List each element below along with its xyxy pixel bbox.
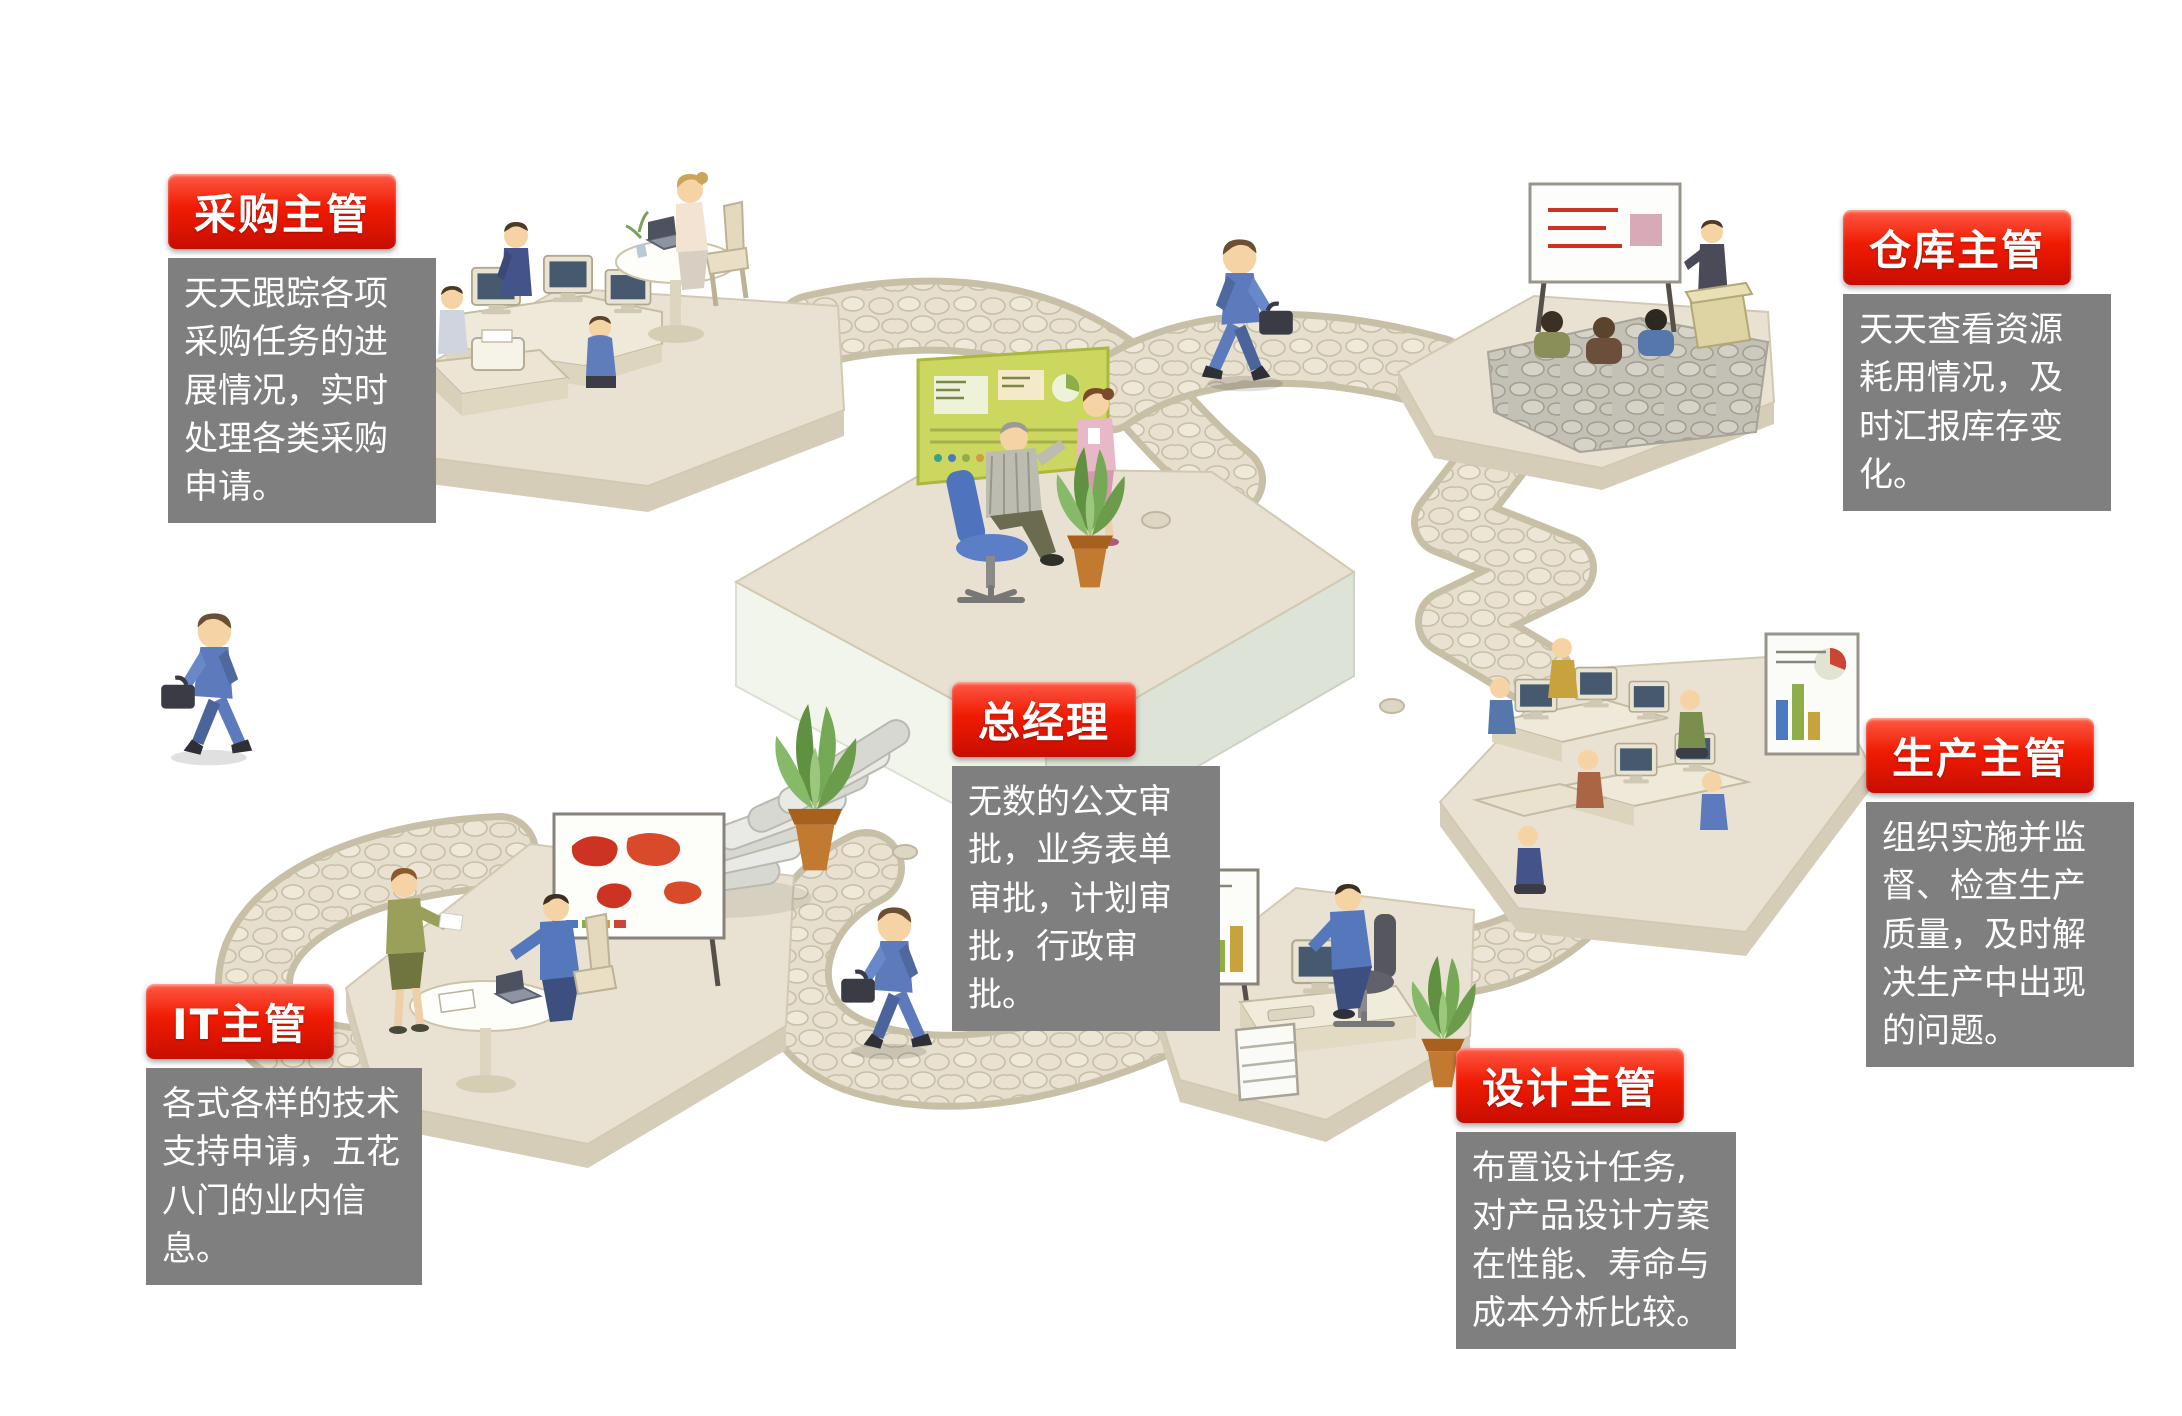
world-map-screen <box>552 812 726 987</box>
person-general-manager <box>986 422 1066 566</box>
office-chair <box>946 469 1028 603</box>
walkway-center-to-warehouse <box>1070 310 1474 434</box>
person-woman-laptop <box>676 172 708 290</box>
keyboard <box>1267 1005 1315 1022</box>
scene-it-meeting <box>386 812 726 1093</box>
walkway-design-to-it <box>753 829 1225 1110</box>
audience <box>1534 309 1674 364</box>
production-desks <box>1472 698 1752 826</box>
role-title-general-manager: 总经理 <box>952 682 1137 757</box>
person-clerk-vest <box>438 286 468 354</box>
role-title-it: IT主管 <box>146 984 335 1059</box>
role-desc-warehouse: 天天查看资源耗用情况，及时汇报库存变化。 <box>1843 294 2111 512</box>
role-title-production: 生产主管 <box>1866 718 2095 793</box>
walking-man-left <box>161 613 252 765</box>
laptop <box>493 970 543 1005</box>
person-it-man <box>510 894 618 1022</box>
role-desc-design: 布置设计任务,对产品设计方案在性能、寿命与成本分析比较。 <box>1456 1132 1736 1350</box>
chart-board <box>1764 632 1860 756</box>
scene-design-desk <box>1162 868 1476 1102</box>
drawer-cabinet <box>1234 1022 1300 1102</box>
role-title-design: 设计主管 <box>1456 1048 1685 1123</box>
walkway-network <box>215 277 1623 1110</box>
documents <box>438 988 476 1014</box>
scene-procurement-office <box>427 172 750 416</box>
presentation-screen <box>1528 182 1682 333</box>
pebbles <box>892 511 1405 860</box>
callout-it: IT主管 各式各样的技术支持申请，五花八门的业内信息。 <box>146 984 422 1286</box>
dining-chair <box>704 200 750 307</box>
podium <box>1684 281 1754 350</box>
printer <box>471 329 525 371</box>
person-clerk-seated <box>586 316 616 388</box>
callout-general-manager: 总经理 无数的公文审批，业务表单审批，计划审批，行政审批。 <box>952 682 1220 1032</box>
role-title-warehouse: 仓库主管 <box>1843 210 2072 285</box>
person-it-woman <box>386 868 464 1034</box>
walkway-warehouse-to-production <box>1411 417 1597 711</box>
callout-design: 设计主管 布置设计任务,对产品设计方案在性能、寿命与成本分析比较。 <box>1456 1048 1736 1350</box>
scene-production-office <box>1472 632 1860 894</box>
flower-vase <box>625 210 650 258</box>
role-title-procurement: 采购主管 <box>168 174 397 249</box>
callout-production: 生产主管 组织实施并监督、检查生产质量，及时解决生产中出现的问题。 <box>1866 718 2134 1068</box>
role-desc-procurement: 天天跟踪各项采购任务的进展情况，实时处理各类采购申请。 <box>168 258 436 524</box>
role-desc-production: 组织实施并监督、检查生产质量，及时解决生产中出现的问题。 <box>1866 802 2134 1068</box>
role-desc-it: 各式各样的技术支持申请，五花八门的业内信息。 <box>146 1068 422 1286</box>
role-desc-general-manager: 无数的公文审批，业务表单审批，计划审批，行政审批。 <box>952 766 1220 1032</box>
person-clerk-standing <box>497 222 532 296</box>
callout-warehouse: 仓库主管 天天查看资源耗用情况，及时汇报库存变化。 <box>1843 210 2111 512</box>
production-workers <box>1488 638 1728 894</box>
person-designer <box>1308 884 1372 1019</box>
scene-general-manager <box>916 346 1125 603</box>
scene-warehouse-presentation <box>1486 182 1770 454</box>
callout-procurement: 采购主管 天天跟踪各项采购任务的进展情况，实时处理各类采购申请。 <box>168 174 436 524</box>
